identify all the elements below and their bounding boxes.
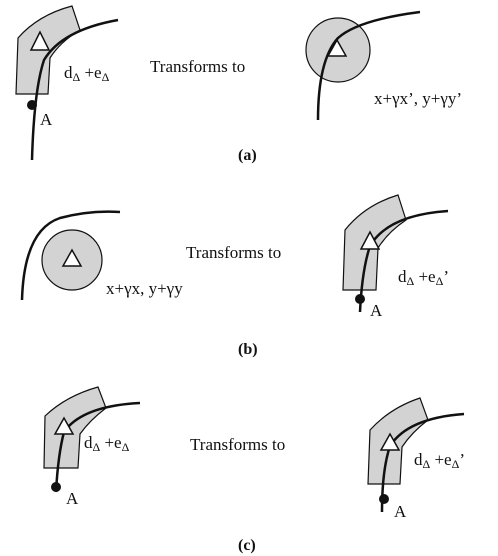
- point-a-dot: [379, 494, 389, 504]
- trajectory-curve: [316, 10, 421, 121]
- region-label: dΔ +eΔ’: [398, 267, 449, 288]
- region-label: dΔ +eΔ’: [414, 450, 465, 471]
- region-label: dΔ +eΔ: [84, 433, 130, 454]
- panel-c-source-region: A dΔ +eΔ: [43, 386, 141, 508]
- point-a-dot: [51, 482, 61, 492]
- triangle-marker: [359, 230, 381, 250]
- transforms-to-label: Transforms to: [186, 243, 281, 262]
- point-a-label: A: [40, 110, 53, 129]
- caption-b: (b): [238, 341, 258, 358]
- transforms-to-label: Transforms to: [190, 435, 285, 454]
- region-label: dΔ +eΔ: [64, 63, 110, 84]
- point-a-dot: [355, 294, 365, 304]
- triangle-marker: [29, 30, 51, 51]
- panel-b: x+γx, y+γy Transforms to A dΔ +eΔ’ (b): [20, 194, 449, 358]
- point-a-dot: [27, 100, 37, 110]
- circle-label: x+γx, y+γy: [106, 279, 183, 298]
- caption-a: (a): [238, 147, 257, 164]
- panel-b-target-region: A dΔ +eΔ’: [342, 194, 449, 320]
- trajectory-curve: [30, 18, 119, 161]
- triangle-marker: [326, 38, 348, 57]
- point-a-label: A: [394, 502, 407, 521]
- panel-a-target-region: x+γx’, y+γy’: [305, 10, 462, 121]
- transforms-to-label: Transforms to: [150, 57, 245, 76]
- panel-a-source-region: A dΔ +eΔ: [15, 5, 119, 161]
- triangle-marker: [53, 416, 75, 435]
- trajectory-curve: [20, 210, 121, 301]
- point-a-label: A: [66, 489, 79, 508]
- caption-c: (c): [238, 537, 256, 554]
- curved-region-shape: [367, 397, 429, 485]
- triangle-marker: [61, 248, 83, 267]
- circle-label: x+γx’, y+γy’: [374, 89, 462, 108]
- triangle-marker: [379, 432, 401, 451]
- panel-c: A dΔ +eΔ Transforms to A dΔ +eΔ’ (c): [43, 386, 465, 554]
- curved-region-shape: [43, 386, 107, 469]
- panel-b-source-region: x+γx, y+γy: [20, 210, 183, 301]
- point-a-label: A: [370, 301, 383, 320]
- panel-a: A dΔ +eΔ Transforms to x+γx’, y+γy’ (a): [15, 5, 462, 164]
- panel-c-target-region: A dΔ +eΔ’: [367, 397, 465, 521]
